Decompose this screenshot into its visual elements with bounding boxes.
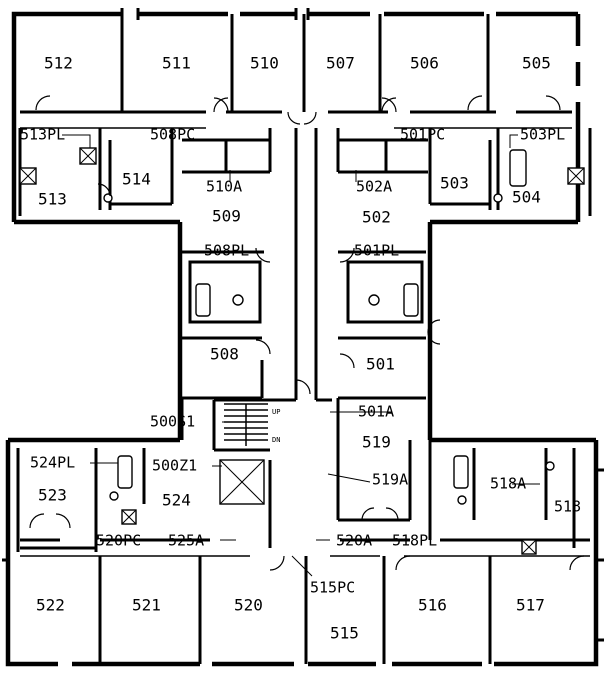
tub-501pl	[403, 283, 419, 317]
room-510-label: 510	[250, 54, 279, 73]
room-508pc-label: 508PC	[150, 126, 195, 144]
room-506-label: 506	[410, 54, 439, 73]
tub-518pl	[453, 455, 469, 489]
tub-524pl	[117, 455, 133, 489]
toilet-518pl	[457, 495, 467, 505]
room-514-label: 514	[122, 170, 151, 189]
room-515-label: 515	[330, 624, 359, 643]
room-500z1-label: 500Z1	[152, 457, 197, 475]
room-500s1-label: 500S1	[150, 413, 195, 431]
room-519-label: 519	[362, 433, 391, 452]
room-510a-label: 510A	[206, 178, 242, 196]
room-517-label: 517	[516, 596, 545, 615]
room-509-label: 509	[212, 207, 241, 226]
elevator-500z1	[219, 459, 265, 505]
lower-interior-walls	[16, 440, 590, 664]
room-508pl-label: 508PL	[204, 242, 249, 260]
room-501a-label: 501A	[358, 403, 394, 421]
room-524pl-label: 524PL	[30, 454, 75, 472]
room-505-label: 505	[522, 54, 551, 73]
shower-504	[567, 167, 585, 185]
toilet-518	[545, 461, 555, 471]
room-512-label: 512	[44, 54, 73, 73]
fixtures	[19, 147, 585, 555]
room-513pl-label: 513PL	[20, 126, 65, 144]
room-513-label: 513	[38, 190, 67, 209]
room-515pc-label: 515PC	[310, 579, 355, 597]
shower-524	[121, 509, 137, 525]
room-501-label: 501	[366, 355, 395, 374]
shower-513	[19, 167, 37, 185]
shower-513pl	[79, 147, 97, 165]
toilet-524pl	[109, 491, 119, 501]
leader-lines	[62, 134, 540, 577]
room-507-label: 507	[326, 54, 355, 73]
room-503pl-label: 503PL	[520, 126, 565, 144]
room-523-label: 523	[38, 486, 67, 505]
room-labels: 512 511 510 507 506 505 513PL 508PC 501P…	[20, 54, 581, 643]
stair	[224, 403, 268, 446]
stair-up-label: UP	[272, 408, 280, 416]
room-508-label: 508	[210, 345, 239, 364]
room-504-label: 504	[512, 188, 541, 207]
room-519a-label: 519A	[372, 471, 408, 489]
stair-down-label: DN	[272, 436, 280, 444]
toilet-513pl	[103, 193, 113, 203]
room-501pc-label: 501PC	[400, 126, 445, 144]
room-502-label: 502	[362, 208, 391, 227]
room-503-label: 503	[440, 174, 469, 193]
shower-518	[521, 539, 537, 555]
room-525a-label: 525A	[168, 532, 204, 550]
toilet-508pl	[232, 294, 244, 306]
room-501pl-label: 501PL	[354, 242, 399, 260]
room-520pc-label: 520PC	[96, 532, 141, 550]
door-swings	[29, 95, 585, 571]
room-524-label: 524	[162, 491, 191, 510]
room-502a-label: 502A	[356, 178, 392, 196]
room-520a-label: 520A	[336, 532, 372, 550]
room-520-label: 520	[234, 596, 263, 615]
tub-503pl	[509, 149, 527, 187]
room-511-label: 511	[162, 54, 191, 73]
room-518a-label: 518A	[490, 475, 526, 493]
upper-interior-walls	[18, 14, 592, 522]
room-518pl-label: 518PL	[392, 532, 437, 550]
tub-508pl	[195, 283, 211, 317]
room-521-label: 521	[132, 596, 161, 615]
toilet-501pl	[368, 294, 380, 306]
room-516-label: 516	[418, 596, 447, 615]
toilet-503pl	[493, 193, 503, 203]
room-518-label: 518	[554, 498, 581, 516]
room-522-label: 522	[36, 596, 65, 615]
